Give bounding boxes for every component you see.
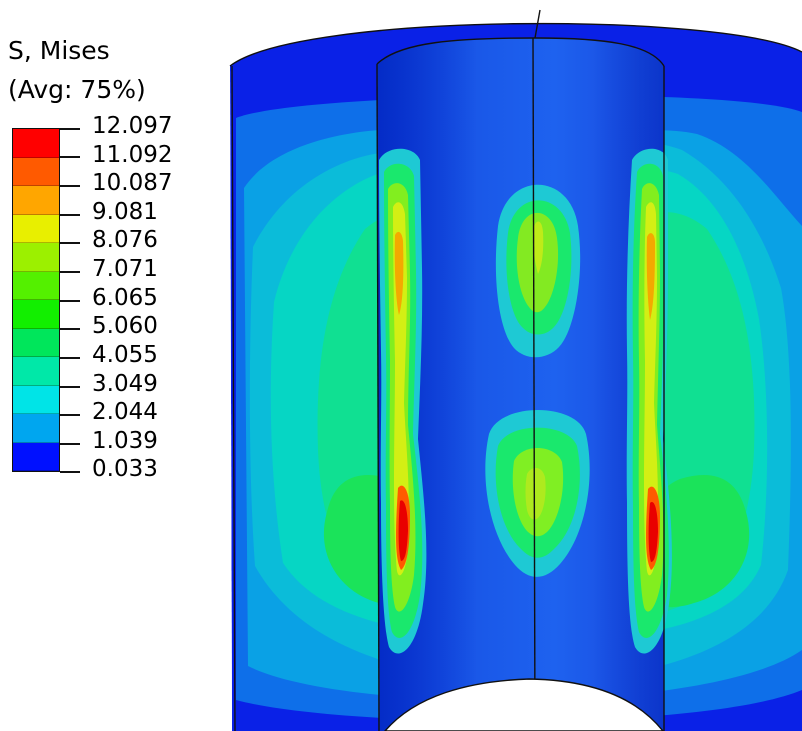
legend-value-10: 3.049: [92, 371, 158, 397]
color-swatch-5: [13, 243, 59, 272]
legend-tick-6: [60, 271, 80, 273]
legend-value-2: 11.092: [92, 142, 173, 168]
legend-value-5: 8.076: [92, 227, 158, 253]
stress-legend: S, Mises (Avg: 75%) 12.097: [8, 38, 228, 498]
legend-tick-5: [60, 242, 80, 244]
legend-value-4: 9.081: [92, 199, 158, 225]
legend-title-line-2: (Avg: 75%): [8, 75, 146, 104]
legend-tick-4: [60, 214, 80, 216]
legend-tick-2: [60, 156, 80, 158]
legend-value-11: 2.044: [92, 399, 158, 425]
legend-value-9: 4.055: [92, 342, 158, 368]
color-swatch-1: [13, 129, 59, 158]
legend-value-3: 10.087: [92, 170, 173, 196]
color-swatch-6: [13, 271, 59, 300]
color-swatch-3: [13, 186, 59, 215]
bottom-opening: [384, 678, 664, 731]
color-swatch-8: [13, 328, 59, 357]
legend-value-6: 7.071: [92, 256, 158, 282]
legend-tick-11: [60, 414, 80, 416]
legend-value-13: 0.033: [92, 456, 158, 482]
legend-value-12: 1.039: [92, 428, 158, 454]
stress-band-right: [626, 148, 672, 654]
color-swatch-12: [13, 442, 59, 471]
color-swatch-11: [13, 414, 59, 443]
color-swatch-2: [13, 157, 59, 186]
legend-tick-7: [60, 300, 80, 302]
legend-tick-10: [60, 386, 80, 388]
cylinder-outlines: [229, 9, 802, 731]
legend-tick-8: [60, 328, 80, 330]
legend-tick-3: [60, 185, 80, 187]
color-swatch-10: [13, 385, 59, 414]
legend-tick-1: [60, 128, 80, 130]
legend-value-7: 6.065: [92, 285, 158, 311]
legend-tick-9: [60, 357, 80, 359]
color-swatch-7: [13, 300, 59, 329]
color-swatch-4: [13, 214, 59, 243]
legend-tick-13: [60, 471, 80, 473]
legend-tick-12: [60, 443, 80, 445]
stress-band-left: [379, 148, 427, 654]
legend-value-1: 12.097: [92, 113, 173, 139]
color-swatch-9: [13, 357, 59, 386]
color-scale: [12, 128, 60, 472]
stress-band-center: [485, 184, 590, 577]
legend-title-line-1: S, Mises: [8, 36, 110, 65]
inner-bore: [377, 38, 672, 731]
legend-value-8: 5.060: [92, 313, 158, 339]
